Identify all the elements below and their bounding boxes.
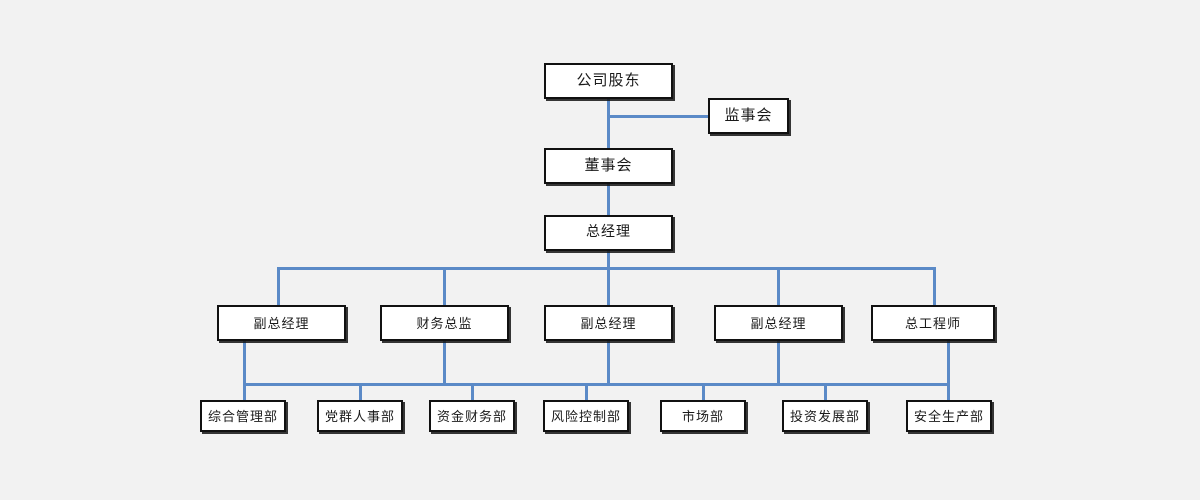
connector-board-to-gm xyxy=(607,184,610,215)
org-node-label-cfo: 财务总监 xyxy=(416,315,473,331)
connector-bus-drop-dgm2 xyxy=(607,267,610,305)
org-node-label-dgm1: 副总经理 xyxy=(253,315,310,331)
org-node-dept-market[interactable]: 市场部 xyxy=(660,400,746,432)
connector-bus5-drop-party-hr xyxy=(359,383,362,400)
org-node-label-supervisors: 监事会 xyxy=(724,107,773,124)
org-node-shareholders[interactable]: 公司股东 xyxy=(544,63,673,99)
org-node-dgm3[interactable]: 副总经理 xyxy=(714,305,843,341)
connector-bus5-drop-risk xyxy=(585,383,588,400)
org-node-label-dept-risk: 风险控制部 xyxy=(550,408,621,424)
org-node-label-board: 董事会 xyxy=(584,157,633,174)
connector-bus-drop-cfo xyxy=(443,267,446,305)
org-node-label-dept-market: 市场部 xyxy=(681,408,724,424)
org-node-dept-investment[interactable]: 投资发展部 xyxy=(782,400,868,432)
connector-shareholders-to-supervisors xyxy=(608,115,708,118)
connector-bus-drop-chief xyxy=(933,267,936,305)
connector-cfo-drop xyxy=(443,341,446,384)
connector-bus5-drop-admin xyxy=(243,383,246,400)
connector-bus5-drop-market xyxy=(702,383,705,400)
org-node-dgm2[interactable]: 副总经理 xyxy=(544,305,673,341)
org-node-chief-engineer[interactable]: 总工程师 xyxy=(871,305,995,341)
org-node-label-gm: 总经理 xyxy=(586,225,631,240)
connector-bus5-drop-finance xyxy=(471,383,474,400)
org-node-board[interactable]: 董事会 xyxy=(544,148,673,184)
org-node-label-dept-safety: 安全生产部 xyxy=(913,408,984,424)
org-node-supervisors[interactable]: 监事会 xyxy=(708,98,789,134)
org-node-dept-risk[interactable]: 风险控制部 xyxy=(543,400,629,432)
org-node-cfo[interactable]: 财务总监 xyxy=(380,305,509,341)
org-node-label-shareholders: 公司股东 xyxy=(576,72,641,89)
org-node-dept-finance[interactable]: 资金财务部 xyxy=(429,400,515,432)
org-node-label-dept-finance: 资金财务部 xyxy=(436,408,507,424)
connector-bus-drop-dgm1 xyxy=(277,267,280,305)
connector-shareholders-to-board xyxy=(607,99,610,148)
connector-level5-bus xyxy=(243,383,948,386)
org-node-dept-admin[interactable]: 综合管理部 xyxy=(200,400,286,432)
connector-dgm3-drop xyxy=(777,341,780,384)
org-node-gm[interactable]: 总经理 xyxy=(544,215,673,251)
connector-dgm2-drop xyxy=(607,341,610,384)
org-node-label-dept-investment: 投资发展部 xyxy=(789,408,860,424)
connector-bus-drop-dgm3 xyxy=(777,267,780,305)
org-node-dept-party-hr[interactable]: 党群人事部 xyxy=(317,400,403,432)
connector-dgm1-drop xyxy=(243,341,246,384)
connector-level4-bus xyxy=(277,267,935,270)
connector-gm-drop xyxy=(607,251,610,269)
org-node-label-dgm2: 副总经理 xyxy=(580,315,637,331)
org-node-dept-safety[interactable]: 安全生产部 xyxy=(906,400,992,432)
connector-bus5-drop-investment xyxy=(824,383,827,400)
org-node-label-dept-admin: 综合管理部 xyxy=(207,408,278,424)
org-node-label-dgm3: 副总经理 xyxy=(750,315,807,331)
connector-chief-drop xyxy=(947,341,950,400)
org-node-label-dept-party-hr: 党群人事部 xyxy=(324,408,395,424)
org-node-dgm1[interactable]: 副总经理 xyxy=(217,305,346,341)
org-node-label-chief-engineer: 总工程师 xyxy=(904,315,961,331)
